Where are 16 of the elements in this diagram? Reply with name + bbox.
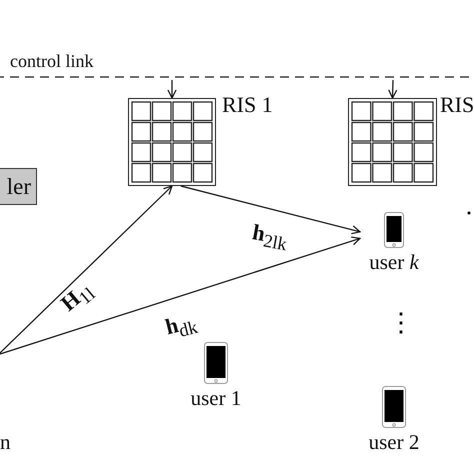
- link-label: control link: [10, 52, 94, 70]
- user-label: user 2: [368, 432, 420, 453]
- arrow: [180, 185, 361, 234]
- channel-label: h$_{2lk}$: [250, 221, 290, 254]
- arrow: [167, 80, 177, 99]
- channel-label: h$_{dk}$: [163, 311, 200, 343]
- controller-box: ler: [0, 168, 37, 205]
- vertical-ellipsis: ⋮: [388, 310, 414, 336]
- user-label: user 1: [190, 388, 242, 409]
- user-label: user k: [368, 252, 420, 273]
- ris-label: RIS: [440, 94, 474, 116]
- arrow: [0, 185, 173, 354]
- arrow: [0, 236, 361, 355]
- station-label: n: [0, 432, 10, 453]
- ris-label: RIS 1: [222, 94, 273, 116]
- arrow: [388, 80, 398, 99]
